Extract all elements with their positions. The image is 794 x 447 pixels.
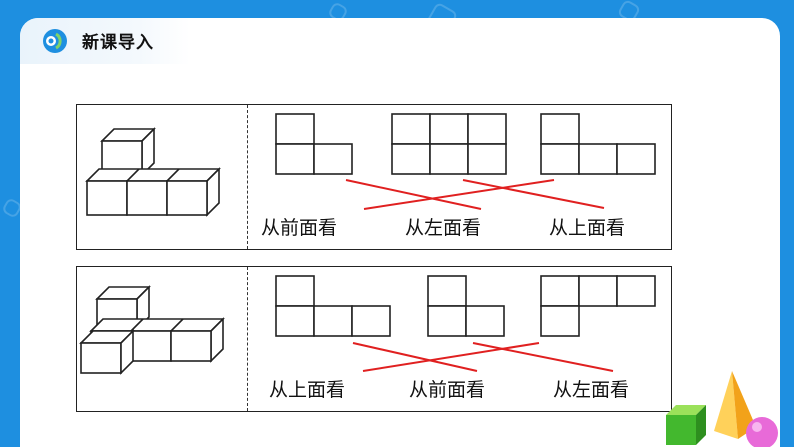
sphere-icon [746,417,778,447]
match-lines-2 [352,342,614,372]
cube-icon [666,405,706,445]
view-label-left: 从左面看 [553,379,630,401]
page-title: 新课导入 [82,33,154,53]
view-shape-2c [540,275,656,337]
view-label-front: 从前面看 [409,379,486,401]
question-panel-2: 从上面看 从前面看 从左面看 [76,266,672,412]
logo-icon [43,29,67,53]
solid-figure-1 [85,127,221,217]
question-panel-1: 从前面看 从左面看 从上面看 [76,104,672,250]
view-shape-1a [275,113,353,175]
view-label-top: 从上面看 [549,217,626,239]
dashed-divider [247,267,248,411]
solid-figure-2 [79,285,225,375]
view-label-top: 从上面看 [269,379,346,401]
view-shape-2b [427,275,505,337]
pyramid-icon [714,371,756,439]
view-shape-2a [275,275,391,337]
geometry-decoration [666,371,778,447]
header-bar: 新课导入 [20,18,190,64]
view-shape-1c [540,113,656,175]
view-label-front: 从前面看 [261,217,338,239]
view-label-left: 从左面看 [405,217,482,239]
view-shape-1b [391,113,507,175]
match-lines-1 [345,179,605,210]
dashed-divider [247,105,248,249]
